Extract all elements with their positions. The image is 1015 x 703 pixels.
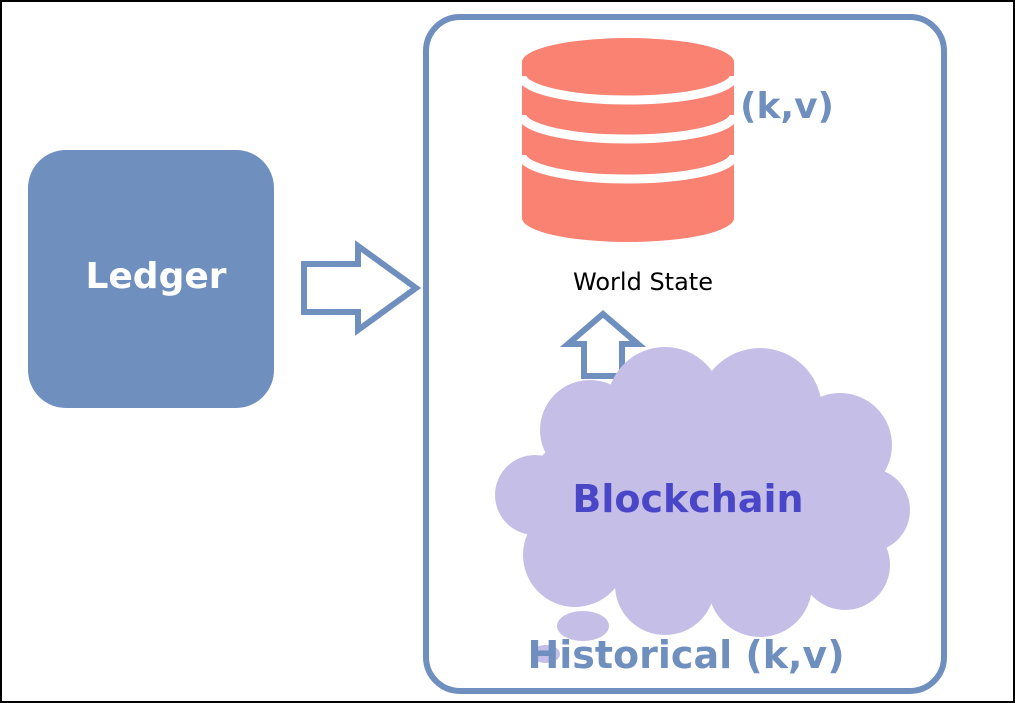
ledger-container <box>423 14 947 694</box>
database-icon <box>517 38 739 242</box>
blockchain-label: Blockchain <box>572 477 803 521</box>
historical-label: Historical (k,v) <box>527 633 844 677</box>
arrow-right-icon <box>301 240 422 336</box>
kv-label: (k,v) <box>740 86 834 127</box>
ledger-label: Ledger <box>85 256 226 297</box>
cloud-icon <box>495 347 910 663</box>
ledger-box <box>28 150 274 408</box>
world-state-label: World State <box>573 268 713 296</box>
arrow-up-icon <box>559 310 647 379</box>
ledger-node: Ledger <box>28 150 274 408</box>
